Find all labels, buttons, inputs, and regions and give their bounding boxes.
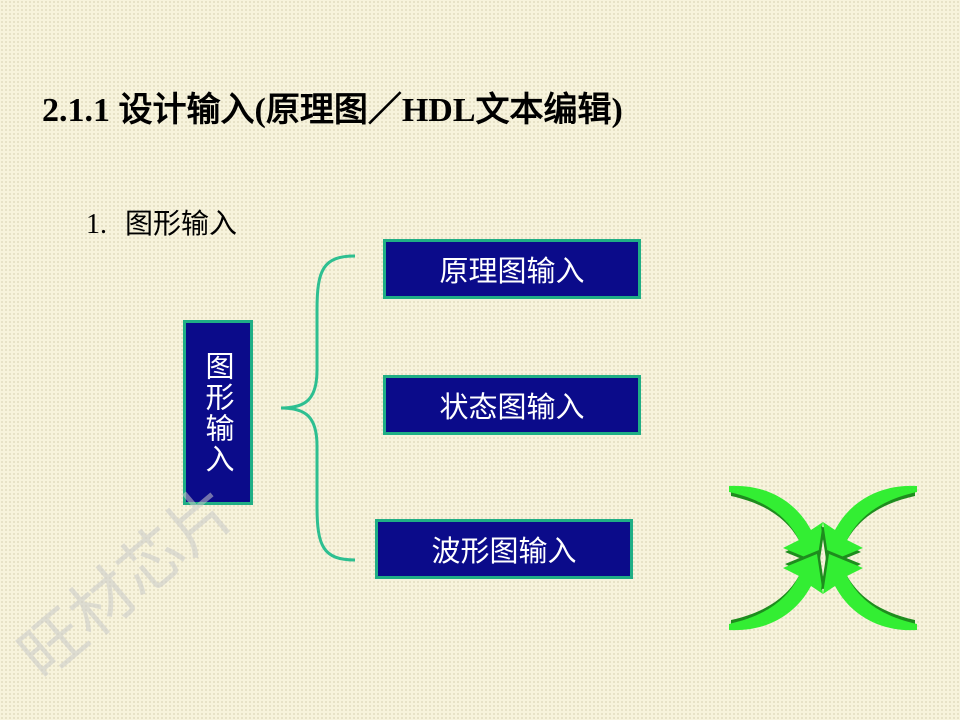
section-number: 1. — [86, 209, 107, 240]
slide-title: 2.1.1 设计输入(原理图／HDL文本编辑) — [42, 92, 623, 129]
brace — [280, 254, 356, 562]
section-heading: 1. 图形输入 — [86, 202, 237, 242]
child-box-schematic: 原理图输入 — [383, 239, 641, 299]
converging-arrows-icon — [729, 485, 917, 631]
watermark: 旺材芯片 — [5, 472, 250, 694]
section-label: 图形输入 — [125, 207, 238, 240]
child-box-state: 状态图输入 — [383, 375, 641, 435]
root-box: 图形输入 — [183, 320, 253, 505]
child-box-waveform: 波形图输入 — [375, 519, 633, 579]
